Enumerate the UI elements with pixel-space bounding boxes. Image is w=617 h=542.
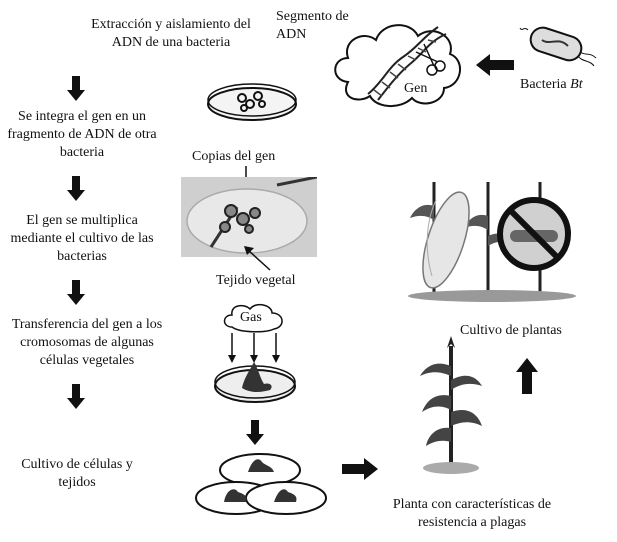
tejido-pointer-arrow [244,246,271,271]
no-pest-icon [497,197,571,271]
corn-cob-icon [422,191,470,289]
down-arrow-1 [67,76,85,102]
down-arrow-3 [67,280,85,306]
up-arrow-plants [516,358,538,394]
bacteria-prefix: Bacteria [520,77,567,92]
resistant-plant [420,336,482,474]
plants-field [408,182,576,302]
down-arrow-middle [246,420,264,446]
petri-dish-1 [207,83,297,121]
cultivo-plantas-label: Cultivo de plantas [460,323,562,338]
gas-arrows [228,333,280,363]
planta-resistente-label: Planta con características de resistenci… [392,497,552,530]
step-5-text: Cultivo de células y tejidos [21,457,133,490]
bacteria-icon [519,26,597,67]
step-1-text: Extracción y aislamiento del ADN de una … [91,17,251,50]
gas-label: Gas [240,310,262,325]
step-2-text: Se integra el gen en un fragmento de ADN… [7,109,157,160]
segmento-adn-label: Segmento de ADN [276,9,349,42]
gas-cloud [223,303,283,333]
dna-cloud [334,24,461,107]
left-arrow-bacteria [476,54,514,76]
step-3-text: El gen se multiplica mediante el cultivo… [10,213,154,264]
down-arrow-2 [67,176,85,202]
copias-gen-label: Copias del gen [192,149,276,164]
petri-dish-gas [214,362,296,403]
bacteria-name: Bt [570,77,583,92]
gen-label: Gen [404,81,428,96]
right-arrow-plant [342,458,378,480]
tissue-photo-drawing [181,177,317,257]
tejido-vegetal-label: Tejido vegetal [216,273,296,288]
scissors-icon [415,43,446,76]
bacteria-label: Bacteria Bt [520,76,583,94]
tissue-photo [181,177,317,257]
step-4-text: Transferencia del gen a los cromosomas d… [11,317,163,368]
down-arrow-4 [67,384,85,410]
petri-dishes-cluster [195,453,327,515]
